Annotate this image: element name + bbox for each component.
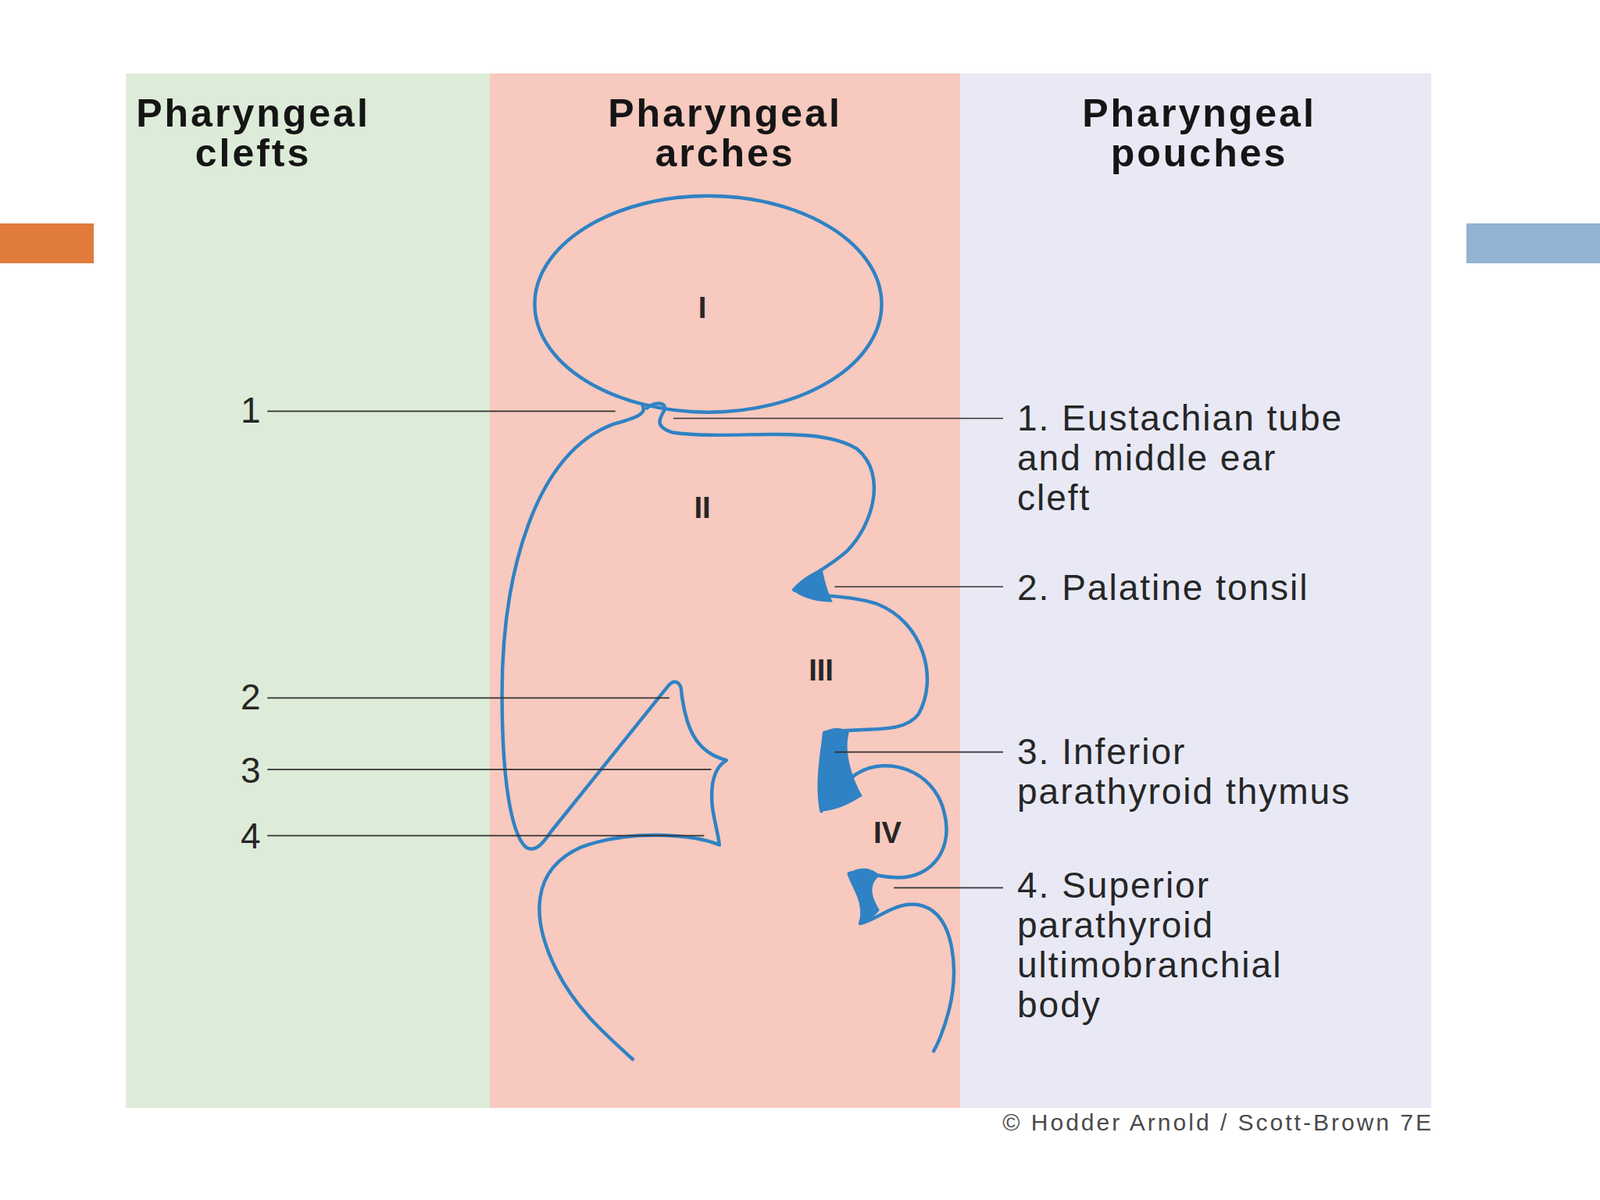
column-heading: Pharyngeal pouches [1066,93,1333,174]
leader-line [893,886,1004,889]
column-heading: Pharyngeal clefts [125,93,381,174]
accent-bar [1466,223,1600,264]
leader-line [834,751,1004,754]
arch-numeral: II [663,489,742,526]
column-band: Pharyngeal arches [489,73,961,1108]
leader-line [267,410,615,413]
copyright-note: © Hodder Arnold / Scott-Brown 7E [859,1108,1434,1137]
leader-line [834,585,1004,588]
arch-numeral: IV [848,814,927,851]
pouch-derivative: 4. Superior parathyroid ultimobranchial … [1017,865,1361,1025]
callout-number: 1 [240,390,288,431]
column-heading: Pharyngeal arches [592,93,858,174]
accent-bar [0,223,94,264]
pouch-blob [849,867,880,924]
leader-line [267,768,711,771]
pouch-derivative: 2. Palatine tonsil [1017,567,1424,608]
pouch-derivative: 1. Eustachian tube and middle ear cleft [1017,398,1352,518]
column-band: Pharyngeal clefts [125,73,490,1108]
callout-number: 2 [240,677,288,718]
pouch-outline [646,403,954,1051]
arch-numeral: I [663,289,742,326]
first-arch-outline [534,196,882,413]
arch-numeral: III [782,652,861,689]
callout-number: 3 [240,750,288,791]
pouch-blob [819,728,863,811]
cleft-outline [502,406,727,1060]
leader-line [267,697,670,700]
leader-line [267,835,704,837]
callout-number: 4 [240,816,288,857]
pouch-derivative: 3. Inferior parathyroid thymus [1017,732,1361,812]
pouch-blob [792,569,833,603]
leader-line [673,417,1004,420]
